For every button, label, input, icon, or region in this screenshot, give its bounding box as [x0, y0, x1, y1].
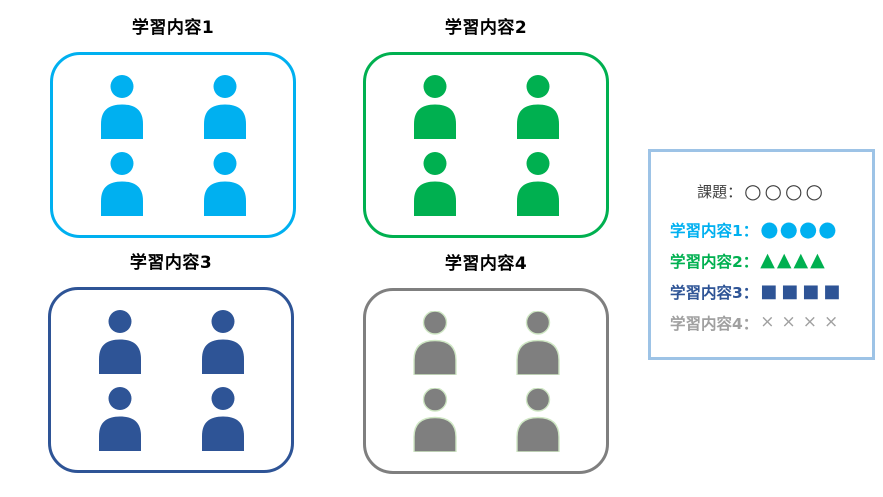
- legend-row-content-4: 学習内容4： ××××: [651, 307, 872, 338]
- person-icon: [516, 74, 559, 139]
- legend-panel: 課題： ○○○○ 学習内容1： ●●●● 学習内容2： ▲▲▲▲ 学習内容3： …: [648, 149, 875, 360]
- group-learning-content-3: 学習内容3: [48, 251, 294, 473]
- group-2-box: [363, 52, 609, 238]
- group-learning-content-4: 学習内容4: [363, 252, 609, 474]
- person-icon: [515, 310, 560, 375]
- legend-row-1-label: 学習内容1：: [670, 221, 759, 240]
- legend-row-4-label: 学習内容4：: [670, 314, 759, 333]
- filled-square-icons: ■■■■: [760, 280, 845, 302]
- legend-task-row: 課題： ○○○○: [651, 178, 872, 204]
- legend-row-3-label: 学習内容3：: [670, 283, 759, 302]
- person-icon: [98, 309, 141, 374]
- person-icon: [412, 310, 457, 375]
- filled-circle-icons: ●●●●: [760, 217, 838, 241]
- group-learning-content-2: 学習内容2: [363, 16, 609, 238]
- person-icon: [100, 74, 143, 139]
- group-3-box: [48, 287, 294, 473]
- person-icon: [201, 386, 244, 451]
- person-icon: [203, 74, 246, 139]
- legend-row-content-2: 学習内容2： ▲▲▲▲: [651, 245, 872, 276]
- person-icon: [516, 151, 559, 216]
- person-icon: [412, 387, 457, 452]
- legend-task-label: 課題：: [697, 182, 743, 201]
- legend-row-2-label: 学習内容2：: [670, 252, 759, 271]
- legend-task-circle-icons: ○○○○: [744, 179, 826, 203]
- group-4-title: 学習内容4: [444, 254, 528, 274]
- person-icon: [98, 386, 141, 451]
- group-learning-content-1: 学習内容1: [50, 16, 296, 238]
- legend-row-content-1: 学習内容1： ●●●●: [651, 214, 872, 245]
- cross-mark-icons: ××××: [760, 312, 846, 332]
- group-3-title: 学習内容3: [129, 253, 213, 273]
- filled-triangle-icons: ▲▲▲▲: [760, 249, 827, 271]
- group-2-title: 学習内容2: [444, 18, 528, 38]
- person-icon: [203, 151, 246, 216]
- person-icon: [413, 151, 456, 216]
- group-1-box: [50, 52, 296, 238]
- person-icon: [201, 309, 244, 374]
- person-icon: [413, 74, 456, 139]
- legend-row-content-3: 学習内容3： ■■■■: [651, 276, 872, 307]
- person-icon: [100, 151, 143, 216]
- person-icon: [515, 387, 560, 452]
- group-1-title: 学習内容1: [131, 18, 215, 38]
- group-4-box: [363, 288, 609, 474]
